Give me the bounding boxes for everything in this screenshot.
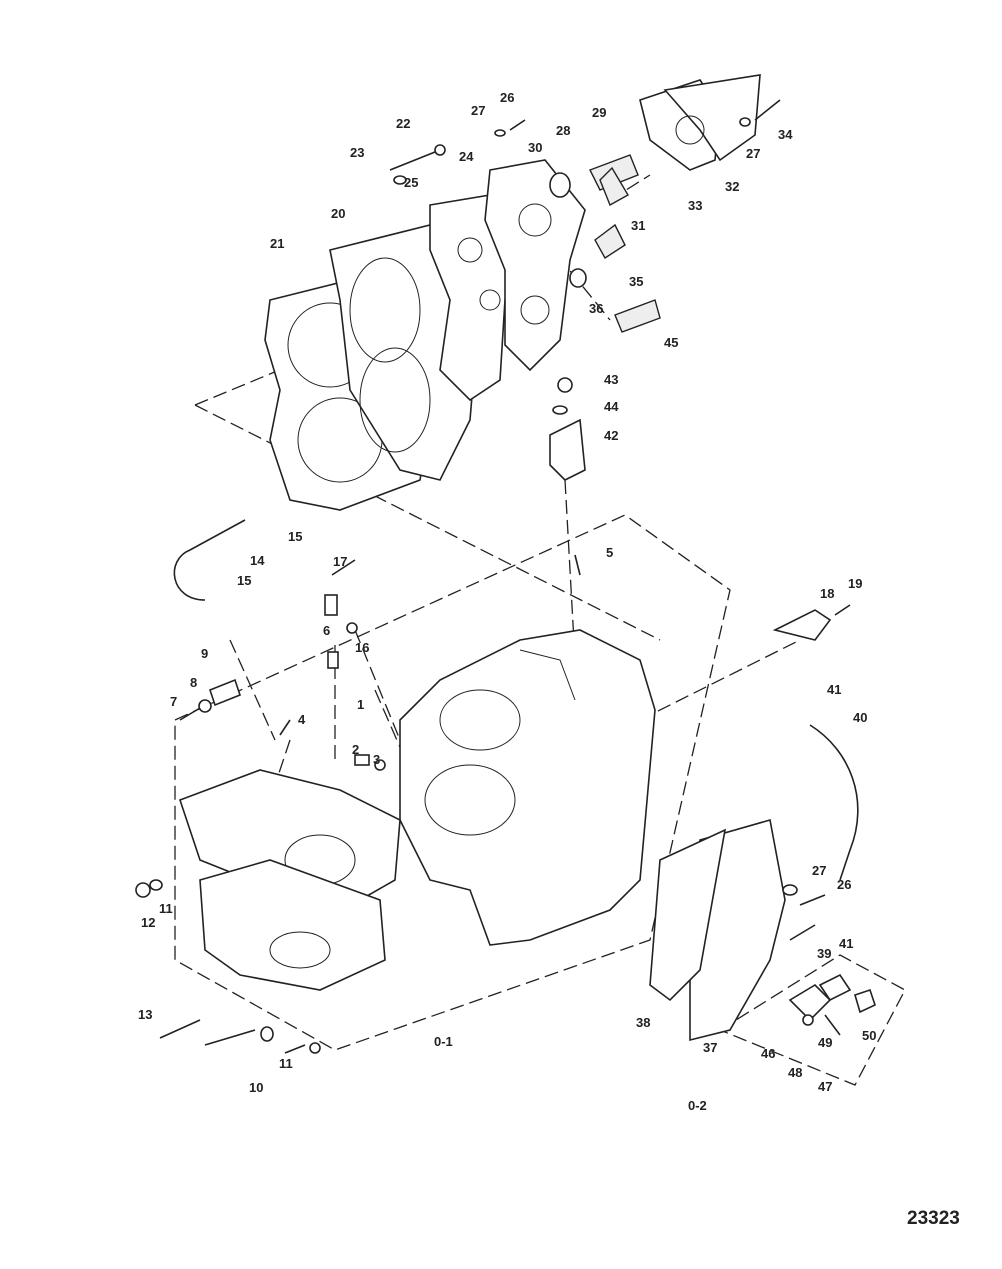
bracket-18	[772, 604, 851, 641]
part-label-8: 8	[190, 675, 197, 690]
part-label-31: 31	[631, 218, 645, 233]
part-label-3: 3	[373, 752, 380, 767]
gasket-38	[649, 828, 727, 1002]
part-label-22: 22	[396, 116, 410, 131]
part-label-11: 11	[159, 901, 173, 916]
kit-label-0-1: 0-1	[434, 1034, 453, 1049]
part-label-27-lower: 27	[812, 863, 826, 878]
part-label-27: 27	[471, 103, 485, 118]
part-label-26: 26	[500, 90, 514, 105]
part-label-19: 19	[848, 576, 862, 591]
part-label-49: 49	[818, 1035, 832, 1050]
figure-number: 23323	[907, 1208, 960, 1229]
part-label-24: 24	[459, 149, 474, 164]
part-label-13: 13	[138, 1007, 152, 1022]
part-label-9: 9	[201, 646, 208, 661]
part-label-7: 7	[170, 694, 177, 709]
kit-label-0-2: 0-2	[688, 1098, 707, 1113]
crankcase-cover	[178, 769, 401, 991]
part-label-38: 38	[636, 1015, 650, 1030]
part-label-27-right: 27	[746, 146, 760, 161]
bracket-42	[549, 377, 586, 481]
parts-kit-0-2	[782, 884, 876, 1036]
part-label-46: 46	[761, 1046, 775, 1061]
part-label-41-lower: 41	[839, 936, 853, 951]
kit-labels: 0-1 0-2	[434, 1034, 707, 1113]
part-label-10: 10	[249, 1080, 263, 1095]
part-label-1: 1	[357, 697, 364, 712]
part-label-2: 2	[352, 742, 359, 757]
part-label-37: 37	[703, 1040, 717, 1055]
bypass-cover-33	[639, 74, 761, 171]
kit-outline-0-1	[174, 514, 731, 1051]
part-label-14: 14	[250, 553, 265, 568]
part-label-47: 47	[818, 1079, 832, 1094]
part-label-12: 12	[141, 915, 155, 930]
part-label-40: 40	[853, 710, 867, 725]
part-label-41: 41	[827, 682, 841, 697]
kit-outline-0-2	[719, 954, 906, 1086]
part-label-32: 32	[725, 179, 739, 194]
part-label-42: 42	[604, 428, 618, 443]
part-label-5: 5	[606, 545, 613, 560]
part-label-20: 20	[331, 206, 345, 221]
part-label-29: 29	[592, 105, 606, 120]
part-label-18: 18	[820, 586, 834, 601]
part-label-34: 34	[778, 127, 793, 142]
part-label-6: 6	[323, 623, 330, 638]
bolts-top	[389, 99, 781, 185]
thermostat-and-parts	[549, 154, 661, 333]
part-label-35: 35	[629, 274, 643, 289]
cylinder-block-crankcase	[399, 629, 656, 946]
part-label-26-lower: 26	[837, 877, 851, 892]
part-label-21: 21	[270, 236, 284, 251]
part-label-15: 15	[288, 529, 302, 544]
part-label-44: 44	[604, 399, 619, 414]
part-label-36: 36	[589, 301, 603, 316]
part-label-15-lower: 15	[237, 573, 251, 588]
part-label-50: 50	[862, 1028, 876, 1043]
part-label-28: 28	[556, 123, 570, 138]
part-labels: 1 2 3 4 5 6 7 8 9 10 11 11 12 13 14 15 1…	[138, 90, 876, 1095]
part-label-16: 16	[355, 640, 369, 655]
part-label-17: 17	[333, 554, 347, 569]
part-label-4: 4	[298, 712, 306, 727]
part-label-45: 45	[664, 335, 678, 350]
hose-40	[809, 724, 859, 881]
part-label-33: 33	[688, 198, 702, 213]
part-label-23: 23	[350, 145, 364, 160]
part-label-25: 25	[404, 175, 418, 190]
hose-14	[173, 519, 246, 601]
part-label-11-lower: 11	[279, 1056, 293, 1071]
part-label-39: 39	[817, 946, 831, 961]
part-label-43: 43	[604, 372, 618, 387]
small-parts-mid	[135, 554, 581, 1054]
part-label-48: 48	[788, 1065, 802, 1080]
part-label-30: 30	[528, 140, 542, 155]
